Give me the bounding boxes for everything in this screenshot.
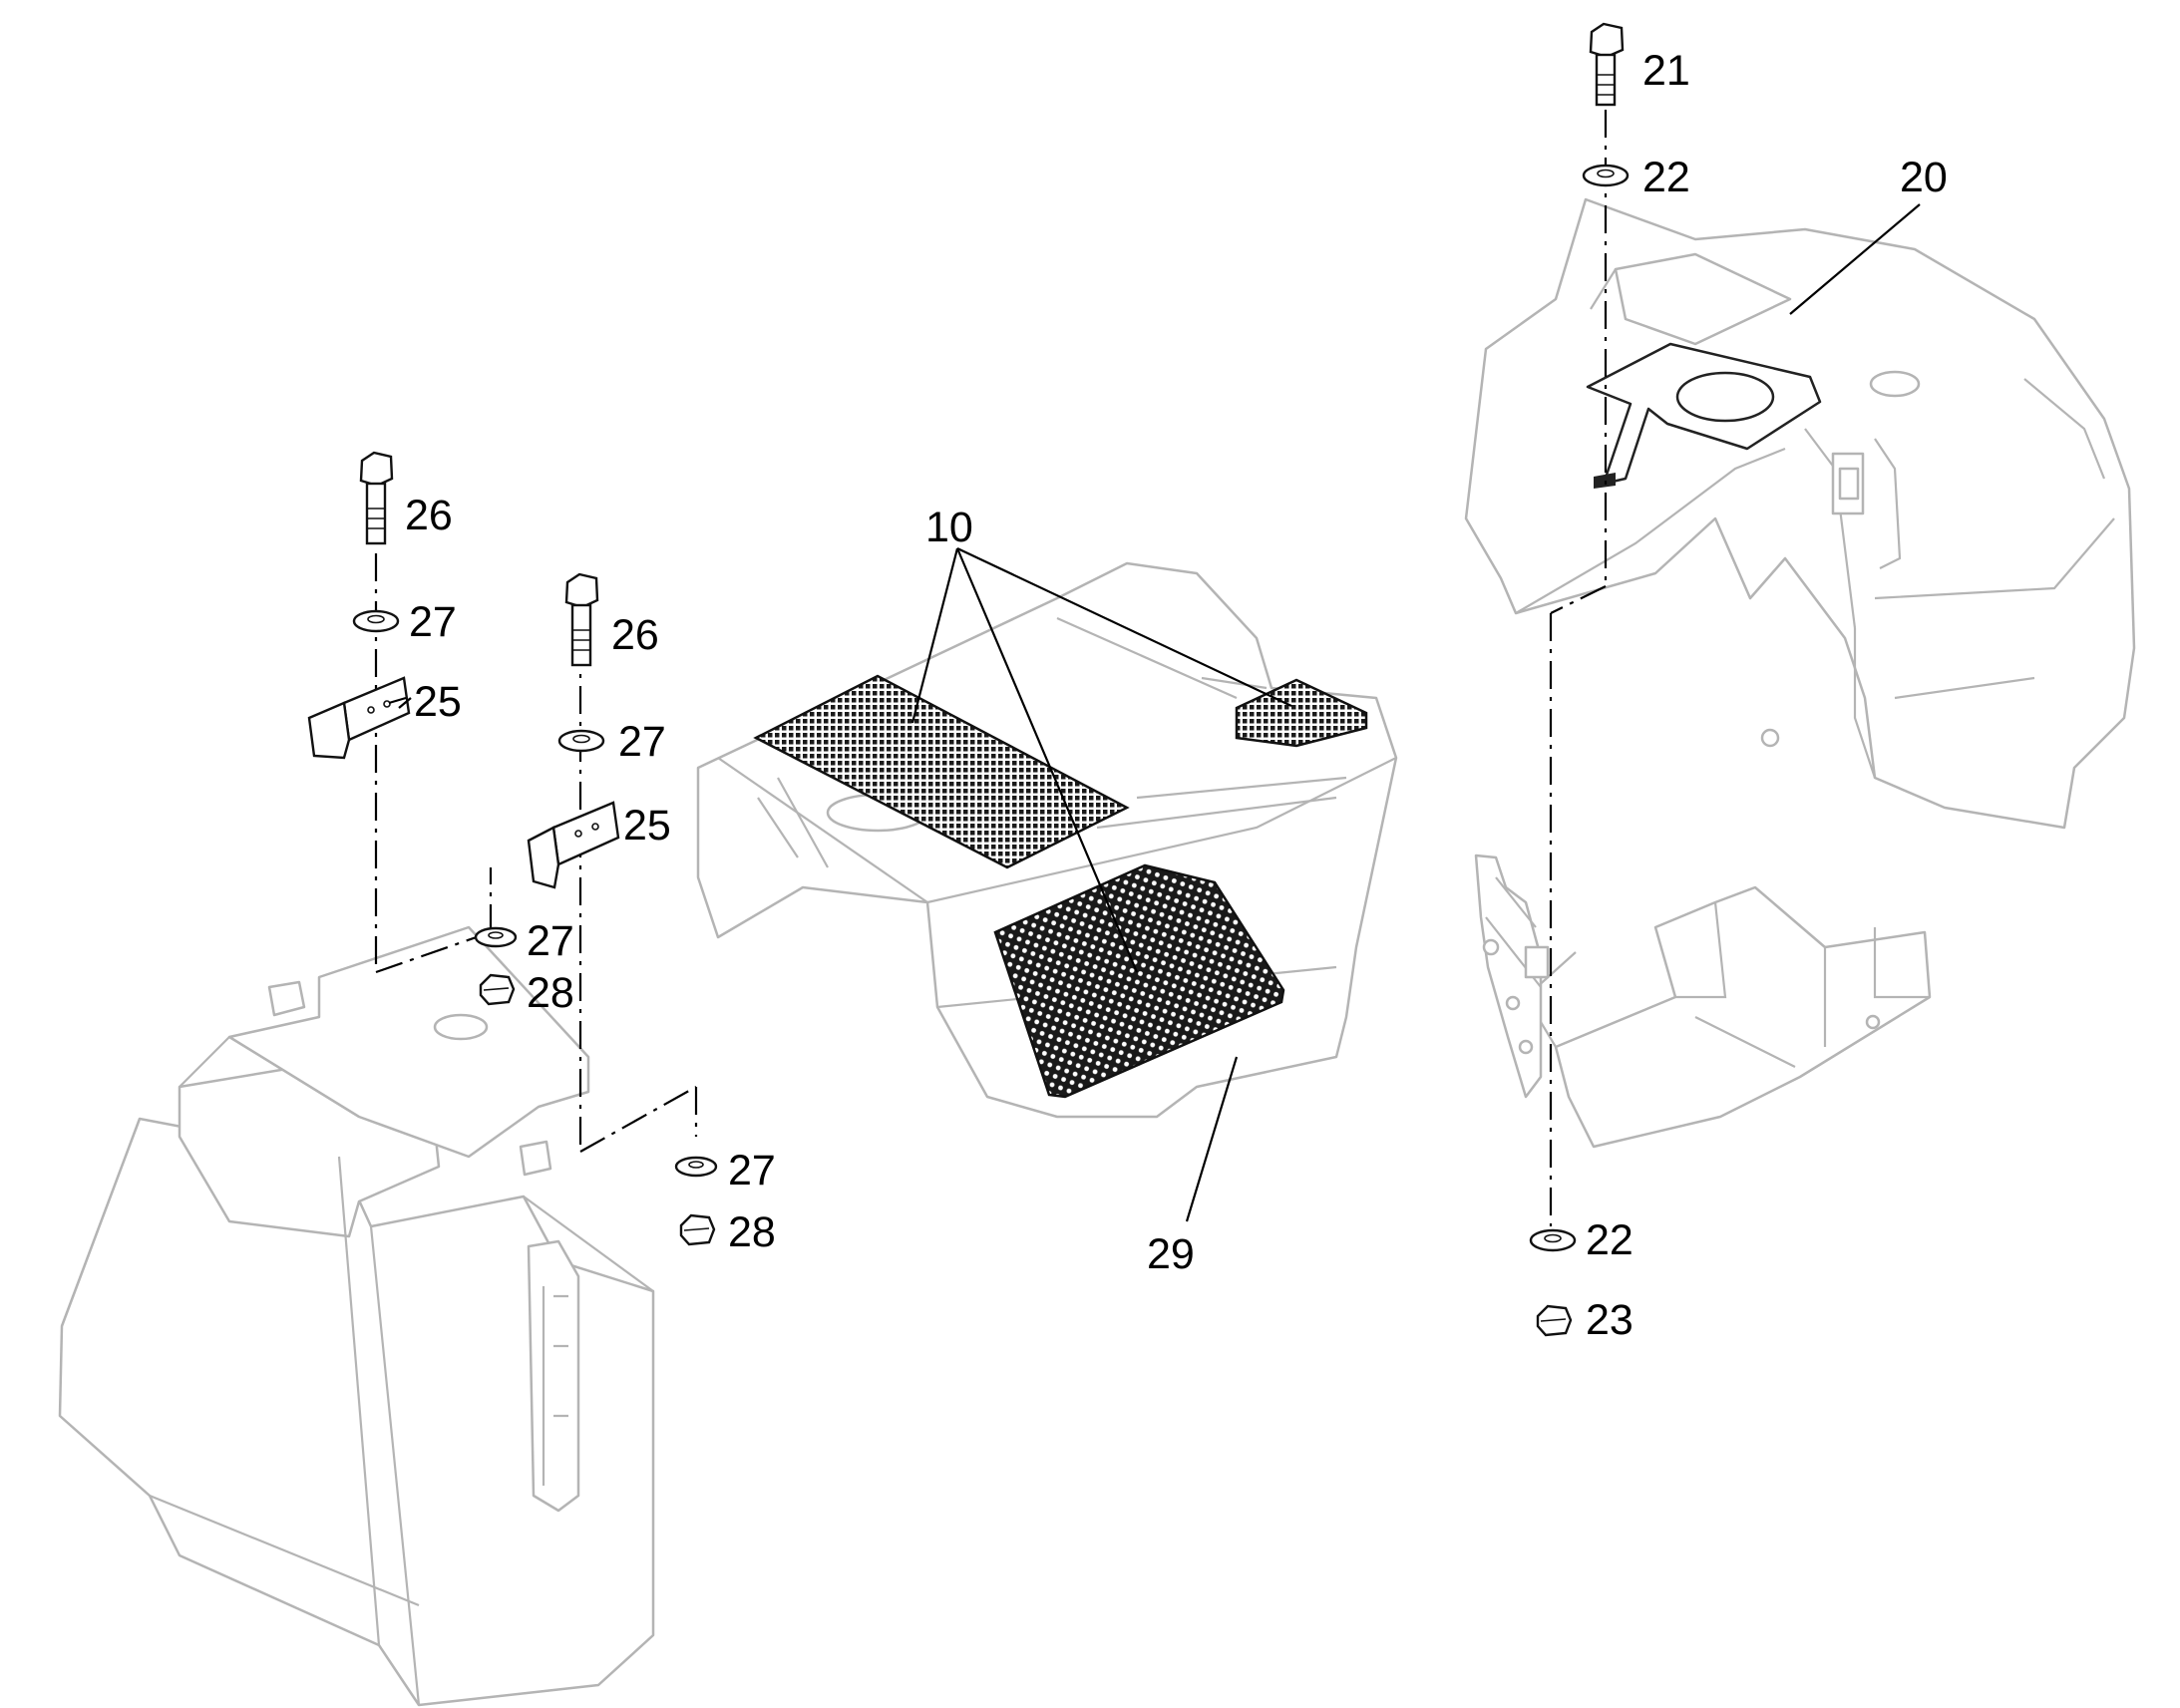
bracket-25-right bbox=[527, 801, 620, 889]
nut-28-mid bbox=[479, 973, 516, 1006]
left-housing bbox=[58, 925, 655, 1707]
washer-27-right-top bbox=[557, 729, 605, 753]
callout-29: 29 bbox=[1147, 1230, 1195, 1278]
nut-28-low bbox=[679, 1213, 716, 1246]
washer-22-top bbox=[1582, 164, 1630, 187]
bracket-25-left bbox=[307, 676, 411, 760]
washer-27-low bbox=[674, 1156, 718, 1178]
callout-23: 23 bbox=[1586, 1296, 1634, 1344]
callout-27-b: 27 bbox=[618, 718, 666, 766]
right-cowl bbox=[1464, 197, 2136, 830]
bolt-21 bbox=[1589, 22, 1625, 107]
callout-27-c: 27 bbox=[527, 917, 574, 965]
callout-22-bottom: 22 bbox=[1586, 1216, 1634, 1264]
callout-27-d: 27 bbox=[728, 1147, 776, 1195]
callout-26-left: 26 bbox=[405, 492, 453, 539]
callout-21: 21 bbox=[1642, 47, 1690, 95]
leader-lines bbox=[388, 203, 1921, 1222]
right-support-bracket bbox=[1474, 854, 1932, 1149]
bolt-26-right bbox=[564, 572, 599, 667]
washer-27-left-top bbox=[352, 609, 400, 633]
bolt-26-left bbox=[359, 451, 394, 545]
callout-25-left: 25 bbox=[414, 678, 462, 726]
callout-28-b: 28 bbox=[728, 1208, 776, 1256]
washer-22-bottom bbox=[1529, 1228, 1577, 1252]
callout-27-a: 27 bbox=[409, 598, 457, 646]
callout-22-top: 22 bbox=[1642, 154, 1690, 201]
callout-20: 20 bbox=[1900, 154, 1948, 201]
nut-23 bbox=[1536, 1304, 1573, 1337]
washer-27-mid bbox=[474, 926, 518, 948]
callout-25-right: 25 bbox=[623, 802, 671, 850]
callout-28-a: 28 bbox=[527, 969, 574, 1017]
plate-20 bbox=[1586, 342, 1822, 489]
callout-10: 10 bbox=[925, 504, 973, 551]
callout-26-right: 26 bbox=[611, 611, 659, 659]
